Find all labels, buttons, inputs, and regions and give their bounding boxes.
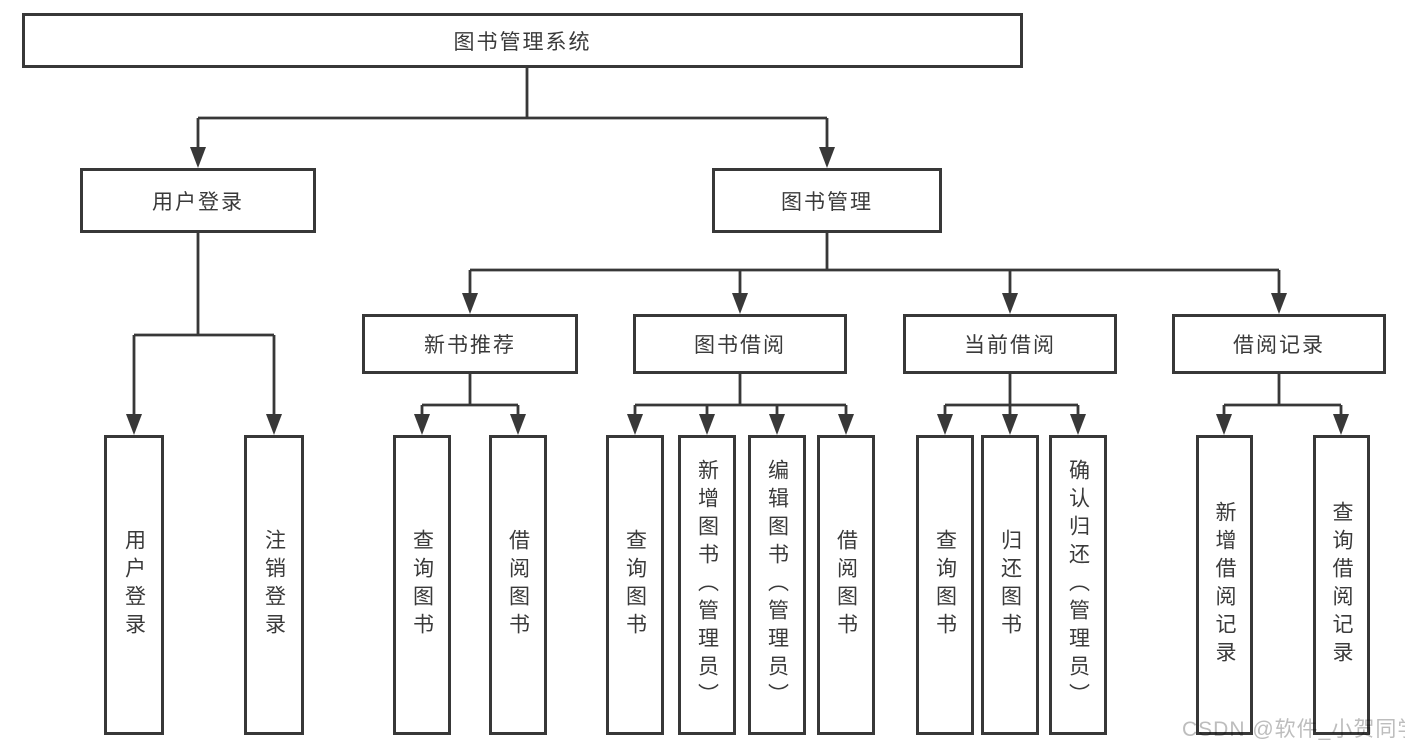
leaf-current-confirm-return-admin: 确认归还（管理员） — [1049, 435, 1107, 735]
leaf-records-add-record: 新增借阅记录 — [1196, 435, 1253, 735]
node-label: 图书管理 — [781, 190, 873, 214]
node-borrowing-records: 借阅记录 — [1172, 314, 1386, 374]
leaf-borrow-query-books: 查询图书 — [606, 435, 664, 735]
leaf-records-query-record: 查询借阅记录 — [1313, 435, 1370, 735]
leaf-recommend-borrow-books: 借阅图书 — [489, 435, 547, 735]
node-label: 新增借阅记录 — [1213, 501, 1236, 669]
node-label: 新书推荐 — [424, 334, 516, 357]
node-label: 图书管理系统 — [453, 30, 592, 54]
leaf-current-query-books: 查询图书 — [916, 435, 974, 735]
node-label: 借阅图书 — [506, 529, 530, 641]
node-label: 新增图书（管理员） — [695, 459, 719, 711]
node-label: 编辑图书（管理员） — [765, 459, 789, 711]
node-label: 用户登录 — [152, 190, 244, 214]
node-label: 查询图书 — [410, 529, 434, 641]
node-label: 图书借阅 — [694, 334, 786, 357]
node-label: 用户登录 — [122, 529, 146, 641]
leaf-recommend-query-books: 查询图书 — [393, 435, 451, 735]
leaf-borrow-edit-books-admin: 编辑图书（管理员） — [748, 435, 806, 735]
csdn-watermark: CSDN @软件_小贺同学 — [1182, 718, 1405, 741]
node-label: 归还图书 — [998, 529, 1022, 641]
node-label: 借阅记录 — [1233, 334, 1325, 357]
node-label: 注销登录 — [262, 529, 286, 641]
node-label: 借阅图书 — [834, 529, 858, 641]
leaf-current-return-books: 归还图书 — [981, 435, 1039, 735]
node-current-borrowing: 当前借阅 — [903, 314, 1117, 374]
leaf-borrow-add-books-admin: 新增图书（管理员） — [678, 435, 736, 735]
node-book-management-system: 图书管理系统 — [22, 13, 1023, 68]
leaf-user-login: 用户登录 — [104, 435, 164, 735]
node-label: 当前借阅 — [964, 334, 1056, 357]
node-book-management: 图书管理 — [712, 168, 942, 233]
leaf-logout: 注销登录 — [244, 435, 304, 735]
leaf-borrow-borrow-books: 借阅图书 — [817, 435, 875, 735]
node-label: 查询借阅记录 — [1330, 501, 1353, 669]
node-book-borrowing: 图书借阅 — [633, 314, 847, 374]
node-user-login: 用户登录 — [80, 168, 316, 233]
node-label: 查询图书 — [623, 529, 647, 641]
node-new-book-recommendation: 新书推荐 — [362, 314, 578, 374]
node-label: 查询图书 — [933, 529, 957, 641]
node-label: 确认归还（管理员） — [1066, 459, 1090, 711]
